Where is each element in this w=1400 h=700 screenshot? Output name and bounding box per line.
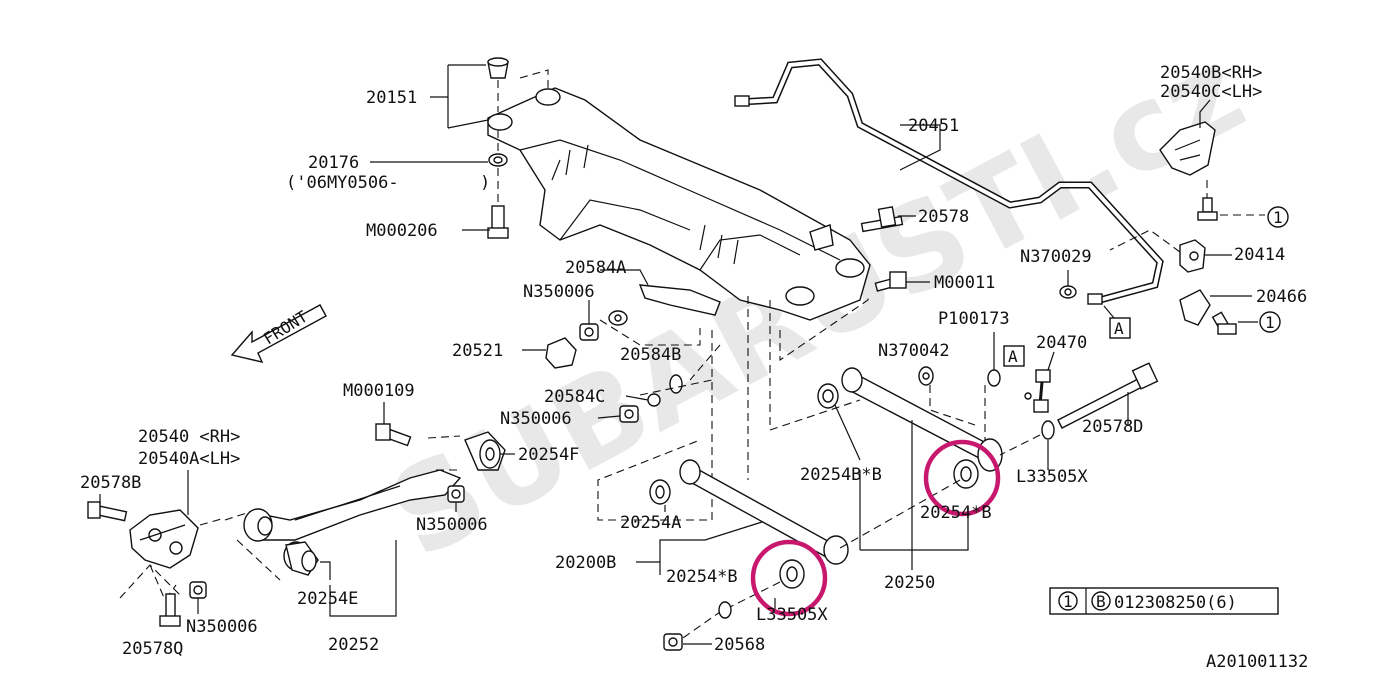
label-20176-note: ('06MY0506- <box>286 173 399 193</box>
label-20584B: 20584B <box>620 345 681 365</box>
label-20521: 20521 <box>452 341 503 361</box>
nut-N370042 <box>918 366 934 386</box>
label-N370029: N370029 <box>1020 247 1092 267</box>
bumpstop-20521 <box>545 337 577 369</box>
bolt-20578 <box>809 206 904 251</box>
legend-part-number: 012308250(6) <box>1114 593 1237 613</box>
label-20540C: 20540C<LH> <box>1160 82 1262 102</box>
bushing-20254B-right <box>953 459 979 489</box>
bolt-M000109 <box>375 423 412 447</box>
label-L33505X-b: L33505X <box>756 605 828 625</box>
front-arrow-icon <box>230 304 327 364</box>
label-20578D: 20578D <box>1082 417 1143 437</box>
bracket-20540B <box>1159 121 1216 176</box>
bushing-20254E <box>283 541 319 576</box>
ref-box-a-left-label: A <box>1008 347 1018 366</box>
nut-N350006-a <box>579 323 599 341</box>
nut-N350006-b <box>619 405 639 423</box>
highlight-circle-left <box>750 539 828 617</box>
label-20451: 20451 <box>908 116 959 136</box>
label-20254B-left: 20254*B <box>666 567 738 587</box>
label-20578Q: 20578Q <box>122 639 183 659</box>
label-20540B: 20540B<RH> <box>1160 63 1262 83</box>
legend-box <box>1049 587 1279 615</box>
highlight-circle-right <box>923 439 1001 517</box>
label-20254F: 20254F <box>518 445 579 465</box>
label-20578: 20578 <box>918 207 969 227</box>
bushing-20254B-left <box>779 559 805 589</box>
label-20252: 20252 <box>328 635 379 655</box>
bushing-20254F <box>464 431 506 471</box>
bolt-20578Q <box>159 593 181 627</box>
bolt-20540B <box>1197 197 1218 221</box>
label-20584A: 20584A <box>565 258 626 278</box>
bracket-20540 <box>129 509 199 569</box>
label-20540A: 20540A<LH> <box>138 449 240 469</box>
bolt-M000206 <box>487 205 509 239</box>
label-M000109: M000109 <box>343 381 415 401</box>
legend-badge-label: B <box>1096 592 1106 611</box>
ref-box-a-right-label: A <box>1114 319 1124 338</box>
washer-P100173 <box>987 369 1001 387</box>
label-20470: 20470 <box>1036 333 1087 353</box>
label-P100173: P100173 <box>938 309 1010 329</box>
bushing-20151 <box>487 57 509 167</box>
label-L33505X-a: L33505X <box>1016 467 1088 487</box>
bushing-20254A <box>649 479 671 505</box>
label-20254BB: 20254B*B <box>800 465 882 485</box>
nut-N350006-c <box>447 485 465 503</box>
nut-20568 <box>663 633 683 651</box>
label-20584C: 20584C <box>544 387 605 407</box>
bolt-20578B <box>87 501 128 522</box>
trailing-link-20252 <box>243 469 462 542</box>
label-N370042: N370042 <box>878 341 950 361</box>
label-M000206: M000206 <box>366 221 438 241</box>
nut-N350006-d <box>189 581 207 599</box>
label-20254E: 20254E <box>297 589 358 609</box>
endlink-20470 <box>1024 369 1051 413</box>
bolt-M00011 <box>874 271 907 292</box>
bolt-20466 <box>1211 311 1237 335</box>
label-20151: 20151 <box>366 88 417 108</box>
label-20578B: 20578B <box>80 473 141 493</box>
label-20254A: 20254A <box>620 513 681 533</box>
stabilizer-bar <box>734 58 1164 305</box>
callout-1-upper <box>1267 206 1289 228</box>
washer-L33505X-b <box>718 601 732 619</box>
label-20250: 20250 <box>884 573 935 593</box>
label-20540: 20540 <RH> <box>138 427 240 447</box>
callout-1-lower-label: 1 <box>1265 313 1275 332</box>
label-N350006-b: N350006 <box>500 409 572 429</box>
crossmember-part <box>487 87 871 321</box>
lateral-link-20200B <box>679 459 849 565</box>
bolt-20578D <box>1041 362 1159 440</box>
washer-20584C <box>647 393 661 407</box>
nut-N370029 <box>1059 285 1077 299</box>
legend-circle-label: 1 <box>1063 592 1073 611</box>
bushing-20254BB <box>817 383 839 409</box>
clamp-20466 <box>1179 289 1211 326</box>
label-20176: 20176 <box>308 153 359 173</box>
ref-box-a-right <box>1109 317 1131 339</box>
label-20414: 20414 <box>1234 245 1285 265</box>
label-20568: 20568 <box>714 635 765 655</box>
label-N350006-a: N350006 <box>523 282 595 302</box>
label-N350006-c: N350006 <box>416 515 488 535</box>
washer-20584B <box>669 374 683 394</box>
label-20466: 20466 <box>1256 287 1307 307</box>
label-20254B-right: 20254*B <box>920 503 992 523</box>
label-20176-close: ) <box>480 173 490 193</box>
label-N350006-d: N350006 <box>186 617 258 637</box>
bushing-20414 <box>1179 239 1206 273</box>
ref-box-a-left <box>1003 345 1025 367</box>
callout-1-upper-label: 1 <box>1273 208 1283 227</box>
label-20200B: 20200B <box>555 553 616 573</box>
callout-1-lower <box>1259 311 1281 333</box>
diagram-code: A201001132 <box>1206 652 1308 672</box>
bracket-20584A <box>608 284 721 326</box>
label-M00011: M00011 <box>934 273 995 293</box>
